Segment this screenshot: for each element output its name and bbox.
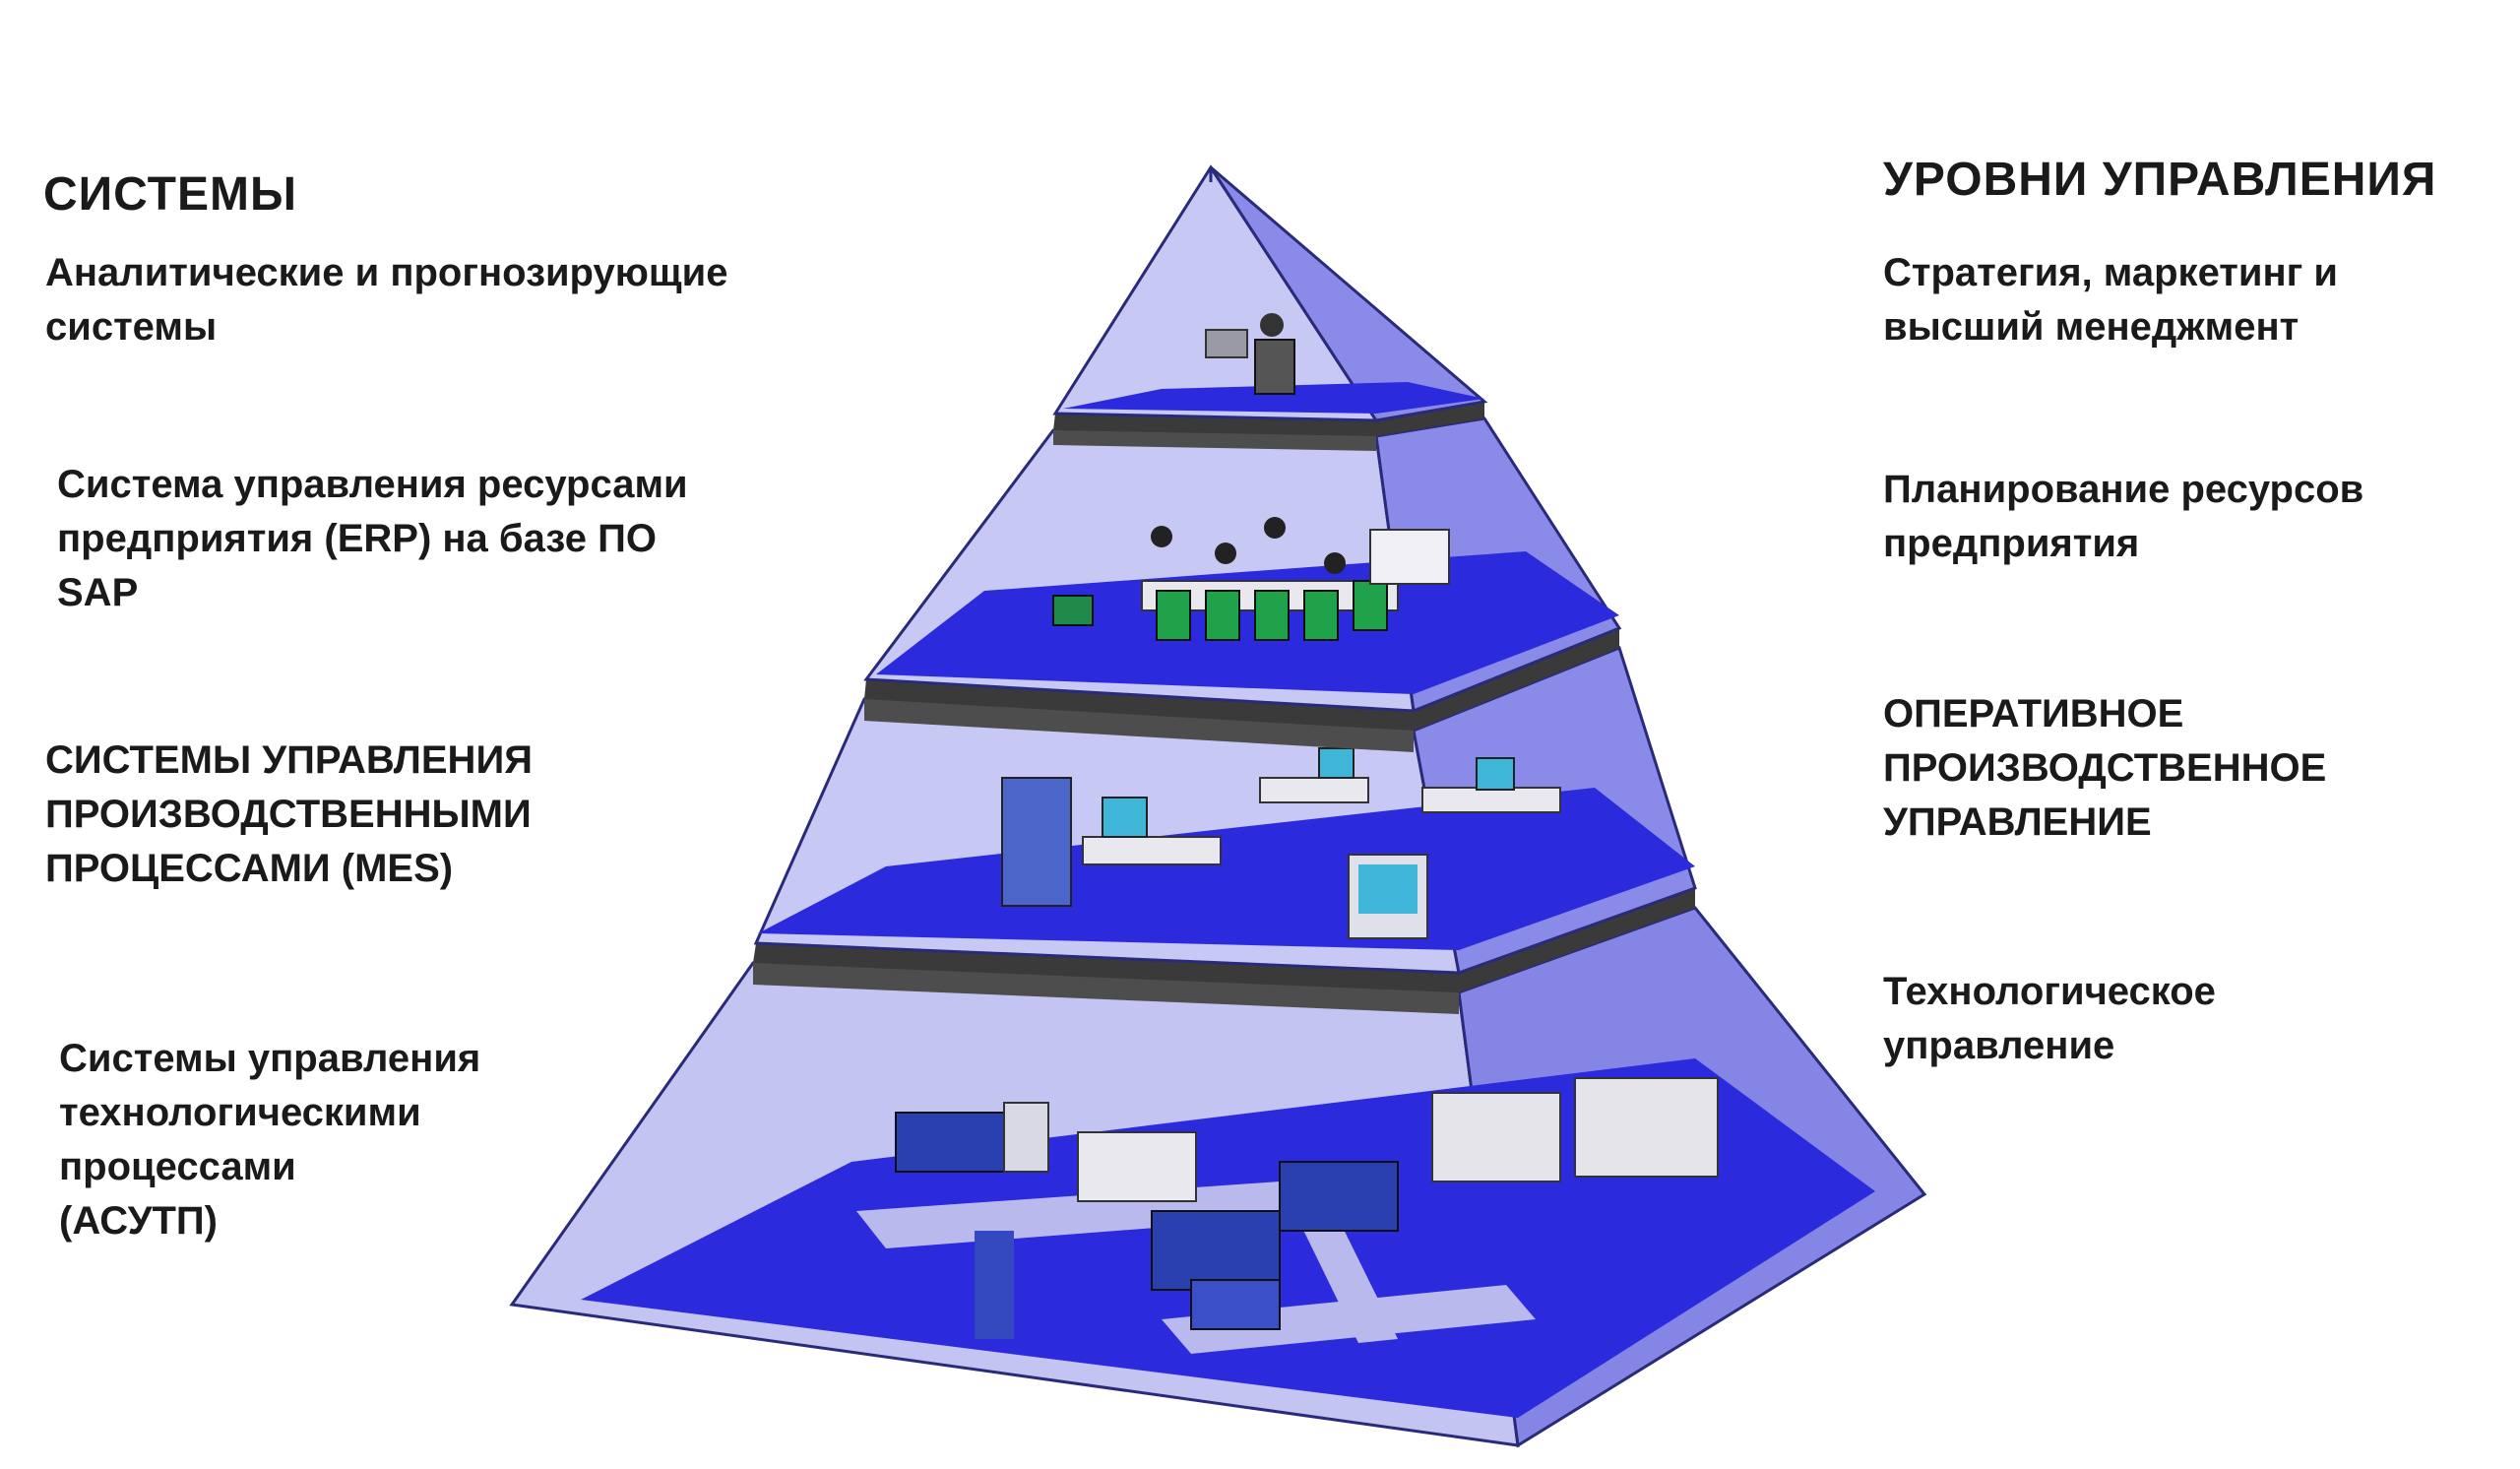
- slab-2-face: [864, 699, 1414, 752]
- pyramid-tier-mes: [753, 646, 1697, 976]
- tier-erp-floor: [876, 551, 1619, 694]
- system-erp-label: Система управления ресурсами предприятия…: [57, 458, 688, 620]
- tier-top-floor: [1063, 382, 1484, 414]
- system-analytics-line-1: Аналитические и прогнозирующие: [45, 251, 728, 294]
- tier-scada-machines: [895, 1077, 1719, 1339]
- system-mes-line-3: ПРОЦЕССАМИ (MES): [45, 847, 454, 890]
- level-planning-line-1: Планирование ресурсов: [1883, 468, 2364, 511]
- level-operational-label: ОПЕРАТИВНОЕ ПРОИЗВОДСТВЕННОЕ УПРАВЛЕНИЕ: [1883, 687, 2326, 850]
- tier-erp-meeting: [1052, 517, 1450, 641]
- level-strategy-line-1: Стратегия, маркетинг и: [1883, 251, 2338, 294]
- system-analytics-label: Аналитические и прогнозирующие системы: [45, 246, 727, 354]
- systems-heading: СИСТЕМЫ: [43, 168, 297, 221]
- system-mes-line-2: ПРОИЗВОДСТВЕННЫМИ: [45, 793, 532, 836]
- tier-mes-floor: [758, 788, 1695, 950]
- system-scada-line-2: технологическими: [59, 1091, 421, 1134]
- tier-top-executive: [1205, 313, 1295, 395]
- levels-heading: УРОВНИ УПРАВЛЕНИЯ: [1883, 154, 2437, 206]
- slab-3-face: [753, 963, 1459, 1014]
- system-erp-line-2: предприятия (ERP) на базе ПО: [57, 517, 657, 560]
- level-technological-line-1: Технологическое: [1883, 970, 2216, 1013]
- level-operational-line-1: ОПЕРАТИВНОЕ: [1883, 692, 2184, 735]
- system-mes-label: СИСТЕМЫ УПРАВЛЕНИЯ ПРОИЗВОДСТВЕННЫМИ ПРО…: [45, 734, 533, 896]
- level-operational-line-3: УПРАВЛЕНИЕ: [1883, 800, 2152, 844]
- level-planning-line-2: предприятия: [1883, 522, 2140, 565]
- level-technological-label: Технологическое управление: [1883, 965, 2216, 1073]
- system-mes-line-1: СИСТЕМЫ УПРАВЛЕНИЯ: [45, 738, 533, 782]
- level-strategy-label: Стратегия, маркетинг и высший менеджмент: [1883, 246, 2338, 354]
- system-scada-line-1: Системы управления: [59, 1037, 481, 1080]
- system-erp-line-3: SAP: [57, 571, 139, 614]
- system-scada-line-3: процессами: [59, 1145, 296, 1188]
- pyramid-tier-scada: [509, 906, 1927, 1448]
- level-strategy-line-2: высший менеджмент: [1883, 305, 2300, 349]
- tier-top-right-face: [1209, 165, 1488, 422]
- system-scada-label: Системы управления технологическими проц…: [59, 1032, 480, 1248]
- level-planning-label: Планирование ресурсов предприятия: [1883, 463, 2363, 571]
- pyramid-tier-top: [1052, 164, 1488, 422]
- pyramid-tier-erp: [863, 416, 1622, 714]
- pyramid-slab-3: [753, 888, 1695, 1014]
- level-operational-line-2: ПРОИЗВОДСТВЕННОЕ: [1883, 746, 2327, 790]
- tier-mes-workstations: [1001, 747, 1561, 939]
- system-analytics-line-2: системы: [45, 305, 218, 349]
- slab-1-face: [1053, 430, 1376, 451]
- system-erp-line-1: Система управления ресурсами: [57, 463, 688, 506]
- slab-3-top: [753, 888, 1695, 992]
- system-scada-line-4: (АСУТП): [59, 1199, 218, 1243]
- level-technological-line-2: управление: [1883, 1024, 2115, 1067]
